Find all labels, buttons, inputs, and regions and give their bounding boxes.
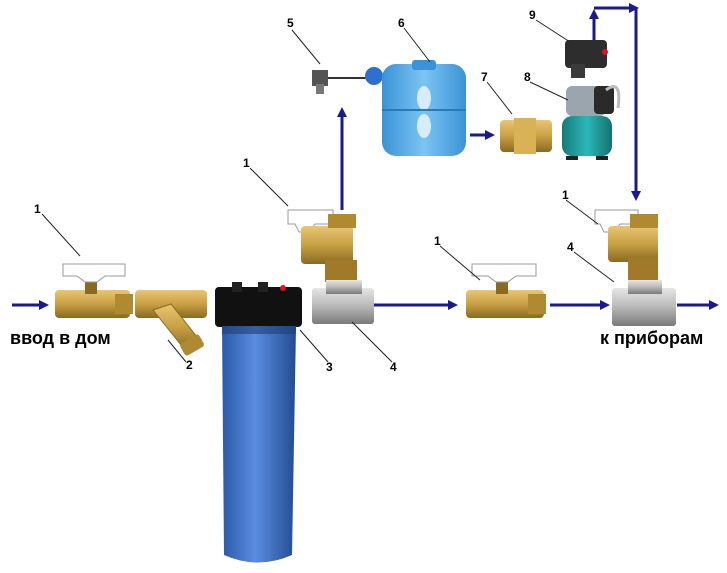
entry-label: ввод в дом	[10, 328, 111, 348]
water-filter	[215, 282, 302, 563]
flow-lines	[12, 3, 719, 310]
label-1-riser-valve: 1	[243, 156, 250, 170]
pipe-tee-output	[612, 280, 676, 326]
label-1-entry-valve: 1	[34, 202, 41, 216]
label-9-relay: 9	[529, 8, 536, 22]
pressure-relay	[565, 40, 608, 78]
y-strainer	[135, 290, 207, 356]
label-6-tank: 6	[398, 16, 405, 30]
float-valve	[312, 67, 383, 94]
ball-valve-output	[594, 209, 658, 280]
pipe-tee-main	[312, 280, 374, 324]
label-1-output-valve: 1	[562, 188, 569, 202]
to-devices-label: к приборам	[600, 328, 704, 348]
storage-tank	[382, 60, 466, 156]
label-1-middle-valve: 1	[434, 234, 441, 248]
pump-station	[562, 85, 621, 160]
ball-valve-riser	[287, 209, 357, 282]
ball-valve-middle	[466, 263, 546, 318]
leader-lines	[41, 19, 615, 363]
label-3-filter: 3	[326, 360, 333, 374]
label-8-pump: 8	[524, 70, 531, 84]
label-4-main-tee: 4	[390, 360, 397, 374]
label-7-check-valve: 7	[481, 70, 488, 84]
label-2-strainer: 2	[186, 358, 193, 372]
check-valve	[500, 118, 552, 154]
label-4-output-tee: 4	[567, 240, 574, 254]
label-5-float-valve: 5	[287, 16, 294, 30]
ball-valve-entry	[55, 263, 133, 318]
